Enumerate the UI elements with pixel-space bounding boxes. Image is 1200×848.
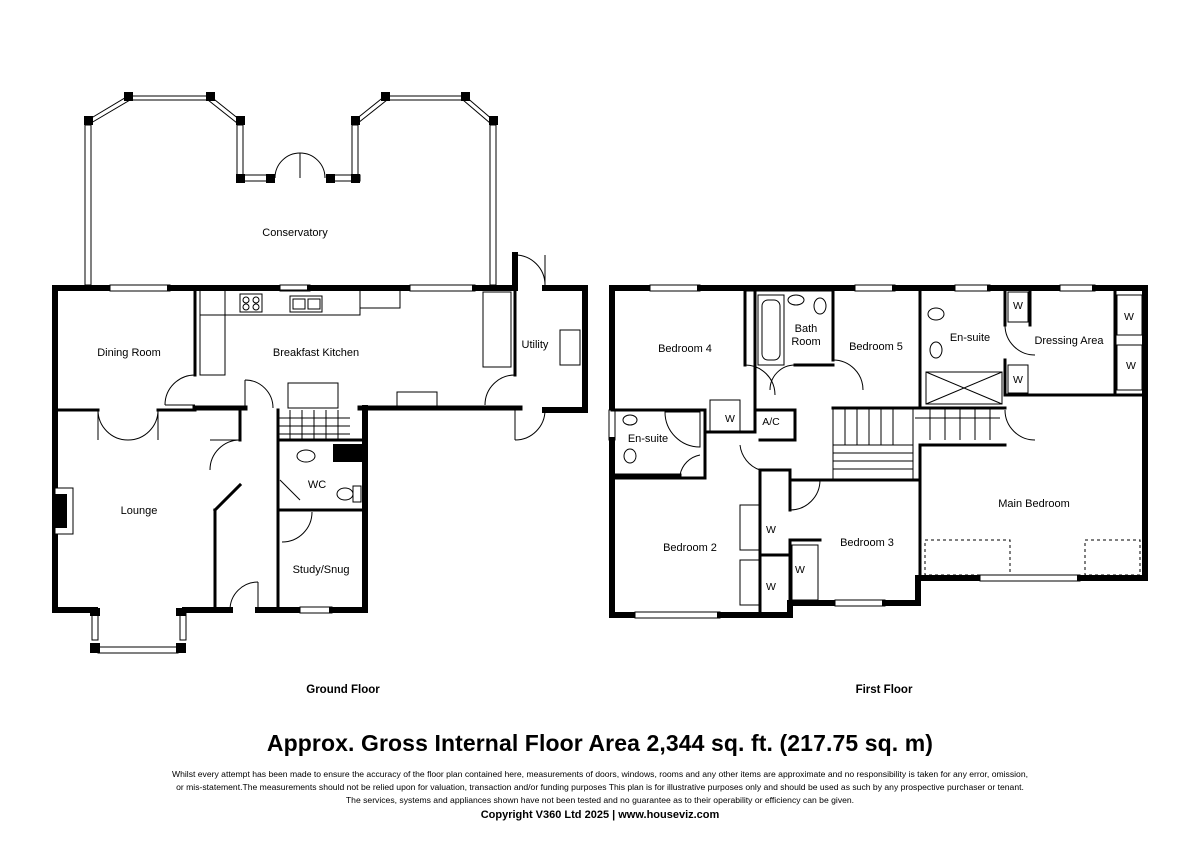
ground-stairs: [278, 410, 350, 440]
copyright: Copyright V360 Ltd 2025 | www.houseviz.c…: [480, 809, 720, 822]
disclaimer: Whilst every attempt has been made to en…: [0, 768, 1200, 806]
wardrobe-label-3: W: [766, 581, 776, 593]
footer: Approx. Gross Internal Floor Area 2,344 …: [0, 728, 1200, 822]
wardrobe-label-1: W: [725, 413, 735, 425]
ground-floor-label: Ground Floor: [306, 684, 380, 696]
wardrobe-label-6: W: [1013, 374, 1023, 386]
bedroom5-label: Bedroom 5: [849, 341, 903, 353]
disclaimer-line-1: Whilst every attempt has been made to en…: [172, 769, 1028, 779]
first-floor-plan: Bedroom 4 Bath Room Bedroom 5 En-suite D…: [608, 284, 1148, 696]
disclaimer-line-3: The services, systems and appliances sho…: [345, 794, 855, 805]
wardrobe-label-5: W: [1013, 300, 1023, 312]
floor-plan-drawing: Conservatory Dining Room Breakfast Kitch…: [52, 92, 1148, 696]
first-floor-walls: [608, 284, 1148, 619]
utility-label: Utility: [522, 339, 549, 351]
first-stairs: [832, 407, 1000, 481]
bathroom-label-line2: Room: [791, 336, 820, 348]
study-label: Study/Snug: [293, 564, 350, 576]
wardrobe-label-2: W: [766, 524, 776, 536]
main-bedroom-label: Main Bedroom: [998, 498, 1070, 510]
conservatory-frame: [84, 92, 498, 286]
ground-floor-walls: [52, 252, 588, 654]
breakfast-kitchen-label: Breakfast Kitchen: [273, 347, 359, 359]
first-floor-label: First Floor: [856, 684, 913, 696]
bathroom-label-line1: Bath: [795, 323, 818, 335]
lounge-label: Lounge: [121, 505, 158, 517]
dining-room-label: Dining Room: [97, 347, 161, 359]
bedroom2-label: Bedroom 2: [663, 542, 717, 554]
wardrobe-label-4: W: [795, 564, 805, 576]
wc-label: WC: [308, 479, 326, 491]
floor-area-title: Approx. Gross Internal Floor Area 2,344 …: [266, 730, 934, 756]
conservatory-label: Conservatory: [262, 227, 328, 239]
wardrobe-label-7: W: [1124, 311, 1134, 323]
bedroom4-label: Bedroom 4: [658, 343, 712, 355]
dressing-area-label: Dressing Area: [1034, 335, 1104, 347]
ensuite-bed2-label: En-suite: [628, 433, 668, 445]
ground-floor-plan: Conservatory Dining Room Breakfast Kitch…: [52, 92, 588, 696]
ensuite-main-label: En-suite: [950, 332, 990, 344]
wardrobe-label-8: W: [1126, 360, 1136, 372]
bedroom3-label: Bedroom 3: [840, 537, 894, 549]
disclaimer-line-2: or mis-statement.The measurements should…: [176, 781, 1024, 792]
airing-cupboard-label: A/C: [762, 416, 780, 428]
